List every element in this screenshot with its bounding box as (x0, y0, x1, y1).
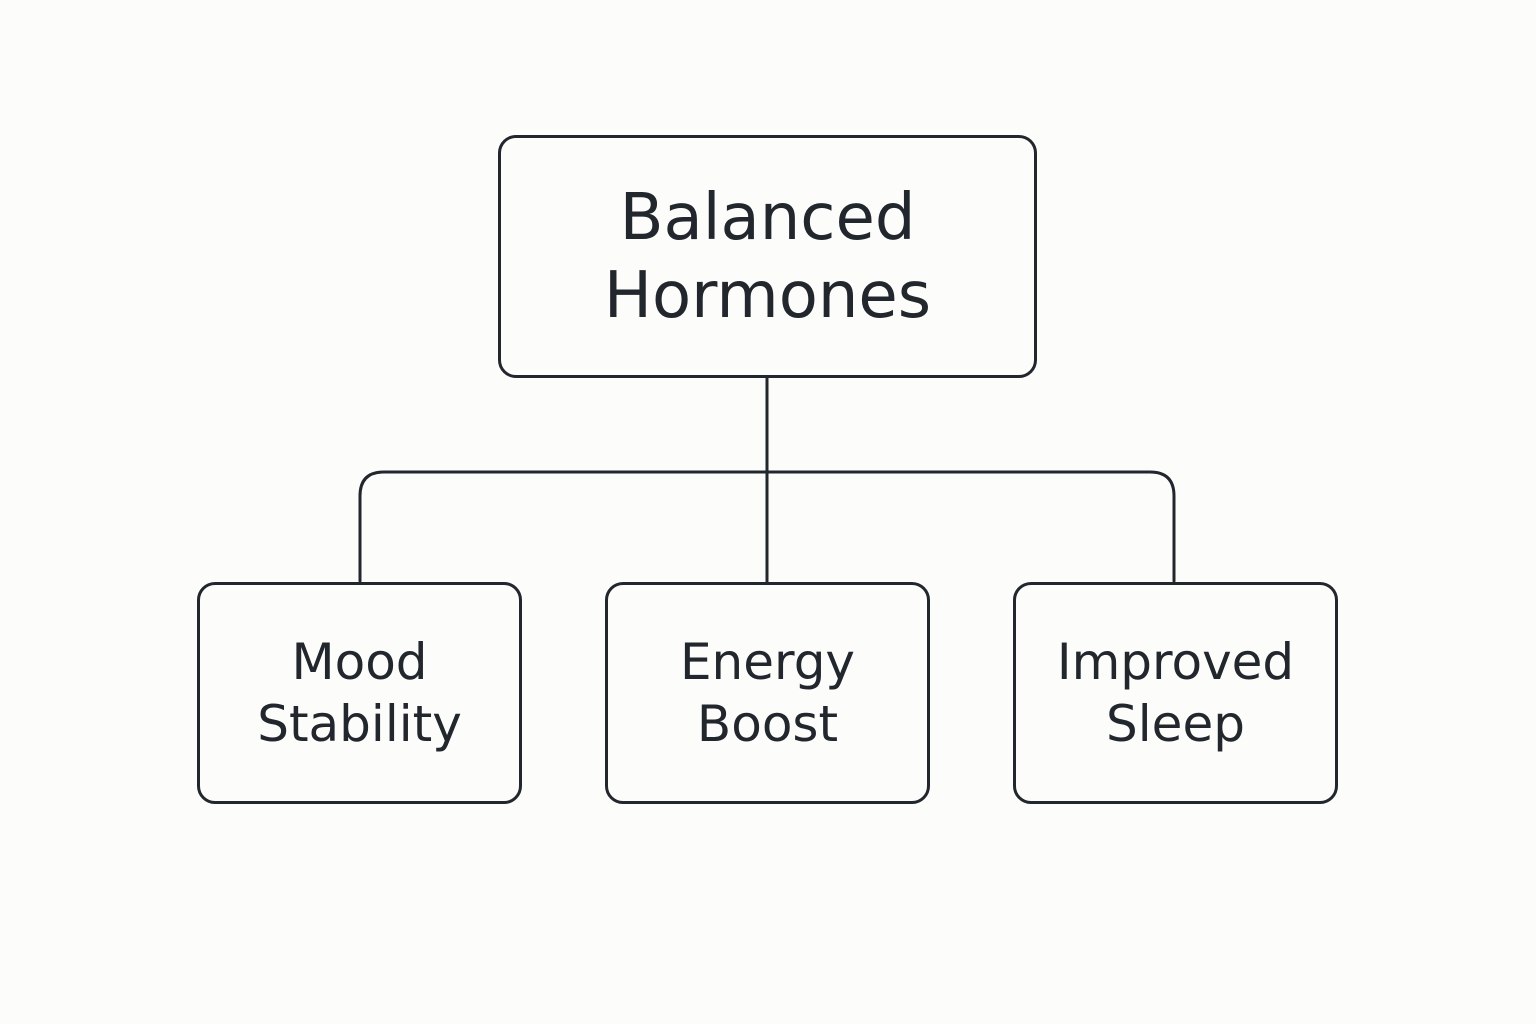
child-node-label-line-2: Sleep (1106, 695, 1245, 753)
child-node-label-line-1: Energy (679, 633, 856, 691)
child-node-label-line-2: Boost (696, 695, 839, 753)
child-node-mood-stability: Mood Stability (197, 582, 522, 804)
child-node-label-line-1: Improved (1056, 633, 1295, 691)
child-node-improved-sleep: Improved Sleep (1013, 582, 1338, 804)
root-node-balanced-hormones: Balanced Hormones (498, 135, 1037, 378)
root-node-label-line-1: Balanced (619, 180, 916, 255)
child-node-label-line-2: Stability (257, 695, 462, 753)
child-node-energy-boost: Energy Boost (605, 582, 930, 804)
root-node-label-line-2: Hormones (603, 258, 932, 333)
child-node-label-line-1: Mood (291, 633, 428, 691)
